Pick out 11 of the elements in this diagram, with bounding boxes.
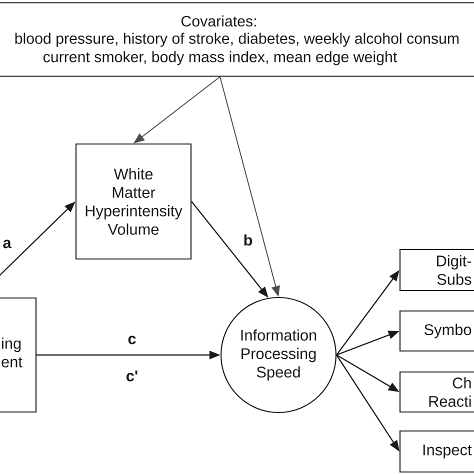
edge-label: a [3,240,12,248]
edge-label: c [128,336,136,344]
measure-box: Symbo [399,310,474,352]
covariates-box: Covariates: blood pressure, history of stroke, diabetes, weekly alcohol consum current smoker, body mass index, mean edge weight [0,2,474,77]
measure-box: Ch Reacti [399,371,474,413]
coefficient-label: c' [126,370,138,382]
variable-box: ing ent [0,297,37,413]
edge-label: b [244,234,252,246]
measure-box: Digit- Subs [399,248,474,292]
variable-box: White Matter Hyperintensity Volume [75,143,192,260]
measure-box: Inspect [399,430,474,473]
